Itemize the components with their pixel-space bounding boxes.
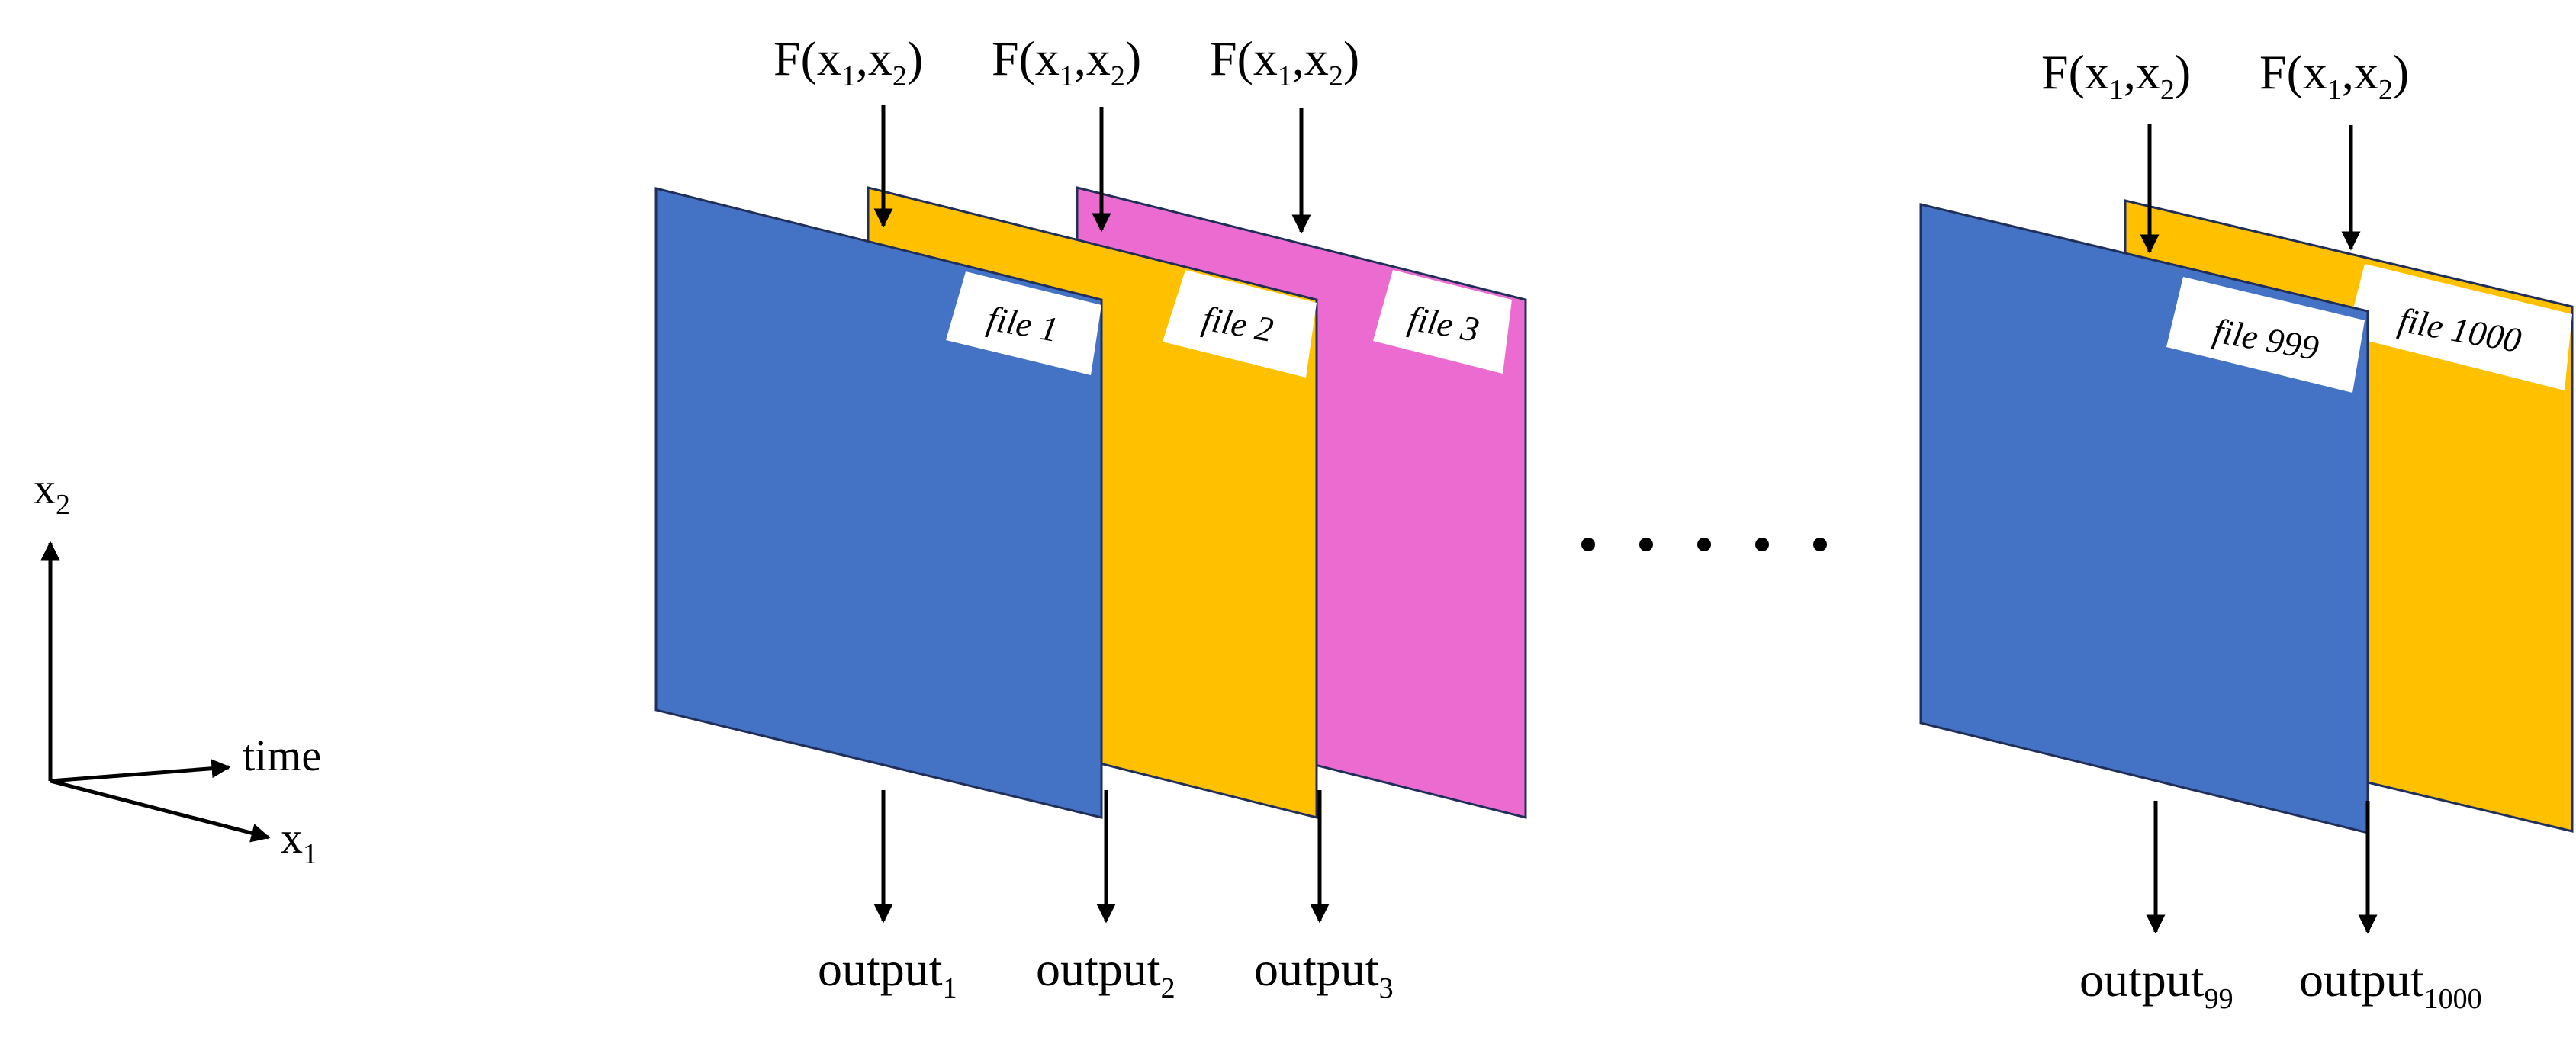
input-label-3: F(x1,x2) (1210, 31, 1359, 92)
output-label-1: output1 (818, 942, 957, 1004)
ellipsis-dot (1581, 538, 1595, 551)
input-label-1: F(x1,x2) (773, 31, 923, 92)
ellipsis-dot (1697, 538, 1711, 551)
output-label-4: output99 (2079, 953, 2233, 1015)
time-axis-arrow (50, 759, 231, 783)
plane-file-999 (1919, 203, 2369, 834)
outputs: output1 output2 output3 output99 output1… (818, 790, 2482, 1015)
output-label-5: output1000 (2299, 953, 2482, 1015)
output-label-3: output3 (1254, 942, 1394, 1004)
input-label-2: F(x1,x2) (992, 31, 1141, 92)
ellipsis-dot (1639, 538, 1653, 551)
ellipsis (1581, 538, 1827, 551)
file-tag-3: file 3 (1373, 270, 1512, 374)
x1-axis-arrow (50, 779, 271, 843)
ellipsis-dot (1813, 538, 1827, 551)
input-label-4: F(x1,x2) (2041, 45, 2191, 106)
planes: file 3 file 2 file 1 file 1000 file 999 (654, 186, 2574, 834)
file-tag-999: file 999 (2166, 277, 2365, 393)
time-axis-label: time (243, 731, 321, 780)
inputs: F(x1,x2) F(x1,x2) F(x1,x2) F(x1,x2) F(x1… (773, 31, 2409, 254)
output-label-2: output2 (1036, 942, 1175, 1004)
input-label-5: F(x1,x2) (2259, 45, 2409, 106)
x2-axis-label: x2 (34, 464, 70, 521)
axes-indicator: x2 time x1 (34, 464, 321, 870)
plane-file-1 (654, 187, 1103, 819)
file-tag-1: file 1 (946, 271, 1101, 375)
file-tag-2: file 2 (1163, 270, 1317, 378)
ellipsis-dot (1755, 538, 1769, 551)
file-tag-1000: file 1000 (2346, 264, 2572, 390)
x1-axis-label: x1 (281, 813, 317, 870)
